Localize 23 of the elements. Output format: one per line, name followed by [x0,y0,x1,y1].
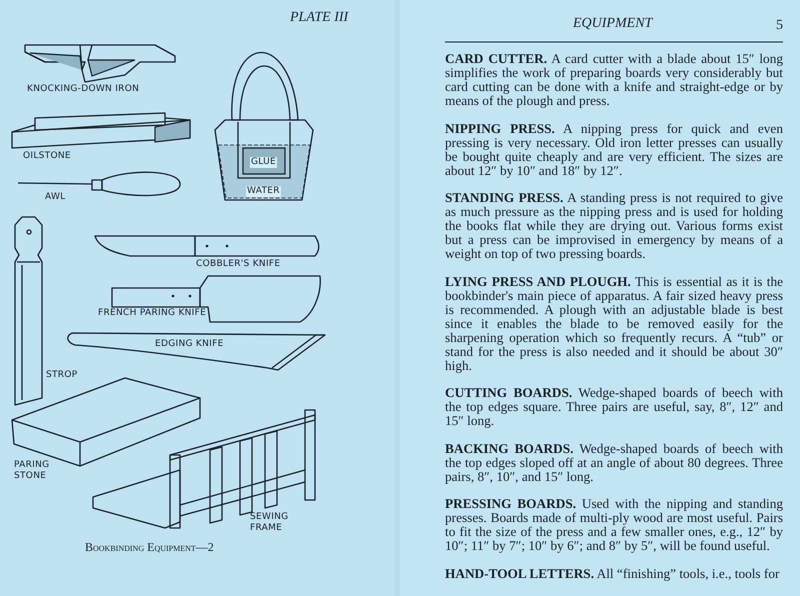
paragraph: BACKING BOARDS. Wedge-shaped boards of beech with the top edges sloped off at an angle of about 80 degrees. Three pairs, 8″, 10″, and 15″ long. [445,442,783,484]
part-label: FRENCH PARING KNIFE [98,308,206,319]
paragraph: CUTTING BOARDS. Wedge-shaped boards of beech with the top edges square. Three pairs are useful, say, 8″, 12″ and 15″ long. [445,386,783,428]
paragraph: HAND-TOOL LETTERS. All “finishing” tools, i.e., tools for [445,566,780,580]
part-label: OILSTONE [23,151,71,162]
part-label: PARING STONE [14,460,50,482]
part-label: GLUE [250,157,278,168]
paragraph: NIPPING PRESS. A nipping press for quick and even pressing is very necessary. Old iron letter presses can usually be bought quite cheaply and are very efficient. The sizes are about 12″ by 10″ and 18″ by 12″. [445,122,783,178]
part-label: COBBLER'S KNIFE [196,259,280,270]
part-label: KNOCKING-DOWN IRON [27,84,140,95]
page-number: 5 [776,18,783,34]
figure-caption: Bookbinding Equipment—2 [85,540,214,555]
paragraph: LYING PRESS AND PLOUGH. This is essential as it is the bookbinder's main piece of apparatus. A fair sized heavy press is recommended. A plough with an adjustable blade is best since it enables the blade to be removed easily for the sharpening operation which so frequently recurs. A “tub” or stand for the press is also needed and it should be about 30″ high. [445,274,783,372]
part-label: AWL [45,192,66,203]
plate-number: PLATE III [290,10,348,26]
part-label: WATER [246,186,281,197]
running-head: EQUIPMENT [573,16,652,32]
paragraph: STANDING PRESS. A standing press is not required to give as much pressure as the nipping press and is used for holding the books flat while they are drying out. Various forms exist but a press can be improvised in emergency by means of a weight on top of two pressing boards. [445,191,783,261]
paragraph: PRESSING BOARDS. Used with the nipping and standing presses. Boards made of multi-ply wood are most useful. Pairs to fit the size of the press and a few smaller ones, e.g., 12″ by 10″; 11″ by 7″; 10″ by 6″; and 8″ by 5″, will be found useful. [445,497,783,553]
part-label: SEWING FRAME [250,512,290,534]
part-label: STROP [46,370,78,381]
paragraph: CARD CUTTER. A card cutter with a blade about 15″ long simplifies the work of preparing boards very considerably but card cutting can be done with a knife and straight-edge or by means of the plough and press. [445,52,783,108]
part-label: EDGING KNIFE [155,339,224,350]
